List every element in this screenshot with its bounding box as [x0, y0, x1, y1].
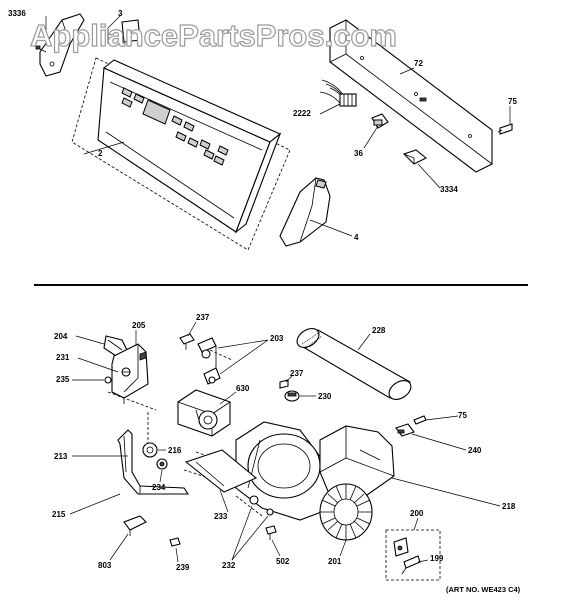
part-234-nut[interactable] — [156, 458, 168, 470]
label-237b: 237 — [290, 369, 304, 378]
label-3: 3 — [118, 9, 123, 18]
part-75-screw-top[interactable] — [497, 123, 513, 135]
label-213: 213 — [54, 452, 68, 461]
part-3334-connector[interactable] — [402, 149, 428, 165]
part-216-pulley[interactable] — [142, 442, 158, 458]
part-803-clip[interactable] — [123, 515, 147, 536]
art-number: (ART NO. WE423 C4) — [446, 585, 521, 594]
part-218-blower-duct[interactable] — [319, 425, 395, 501]
part-228-exhaust-duct[interactable] — [294, 325, 415, 404]
watermark-text: AppliancePartsPros.com — [30, 18, 397, 53]
label-203: 203 — [270, 334, 284, 343]
part-231-screw[interactable] — [121, 367, 131, 377]
label-630: 630 — [236, 384, 250, 393]
label-2: 2 — [98, 149, 103, 158]
label-4: 4 — [354, 233, 359, 242]
part-230-thermostat[interactable] — [284, 390, 300, 402]
label-230: 230 — [318, 392, 332, 401]
part-2-control-panel[interactable] — [71, 57, 291, 251]
part-233-blower-housing[interactable] — [184, 421, 343, 521]
part-4-end-cap[interactable] — [279, 177, 331, 247]
label-75-top: 75 — [508, 97, 517, 106]
part-72-rear-panel[interactable] — [329, 19, 493, 173]
part-3-clip[interactable] — [121, 19, 141, 43]
part-240-switch[interactable] — [395, 423, 415, 437]
label-201: 201 — [328, 557, 342, 566]
label-3334: 3334 — [440, 185, 458, 194]
bottom-leader-lines — [69, 321, 501, 563]
label-239: 239 — [176, 563, 190, 572]
label-215: 215 — [52, 510, 66, 519]
part-201-blower-wheel[interactable] — [319, 483, 373, 541]
label-803: 803 — [98, 561, 112, 570]
label-240: 240 — [468, 446, 482, 455]
label-205: 205 — [132, 321, 146, 330]
label-199: 199 — [430, 554, 444, 563]
label-204: 204 — [54, 332, 68, 341]
part-36-terminal-block[interactable] — [371, 113, 389, 129]
label-231: 231 — [56, 353, 70, 362]
part-75-screw-bottom[interactable] — [413, 415, 427, 425]
label-200: 200 — [410, 509, 424, 518]
part-237a-screw[interactable] — [179, 333, 195, 350]
label-3336: 3336 — [8, 9, 26, 18]
part-630-timer[interactable] — [177, 389, 231, 437]
part-235-screw[interactable] — [104, 376, 112, 384]
label-228: 228 — [372, 326, 386, 335]
part-232-washer[interactable] — [249, 495, 274, 516]
part-239-screw[interactable] — [169, 537, 181, 547]
part-203-idler[interactable] — [197, 337, 221, 385]
label-216: 216 — [168, 446, 182, 455]
part-2222-wire-harness[interactable] — [319, 79, 357, 107]
part-502-screw[interactable] — [265, 525, 277, 540]
label-72: 72 — [414, 59, 423, 68]
label-234: 234 — [152, 483, 166, 492]
label-232: 232 — [222, 561, 236, 570]
label-75-bottom: 75 — [458, 411, 467, 420]
label-233: 233 — [214, 512, 228, 521]
part-213-215-idler-arm[interactable] — [117, 429, 190, 495]
part-200-kit[interactable] — [385, 529, 441, 581]
label-235: 235 — [56, 375, 70, 384]
label-218: 218 — [502, 502, 516, 511]
label-502: 502 — [276, 557, 290, 566]
label-2222: 2222 — [293, 109, 311, 118]
top-leader-lines — [45, 13, 511, 237]
label-36: 36 — [354, 149, 363, 158]
part-3336-bracket[interactable] — [35, 13, 85, 77]
label-237a: 237 — [196, 313, 210, 322]
